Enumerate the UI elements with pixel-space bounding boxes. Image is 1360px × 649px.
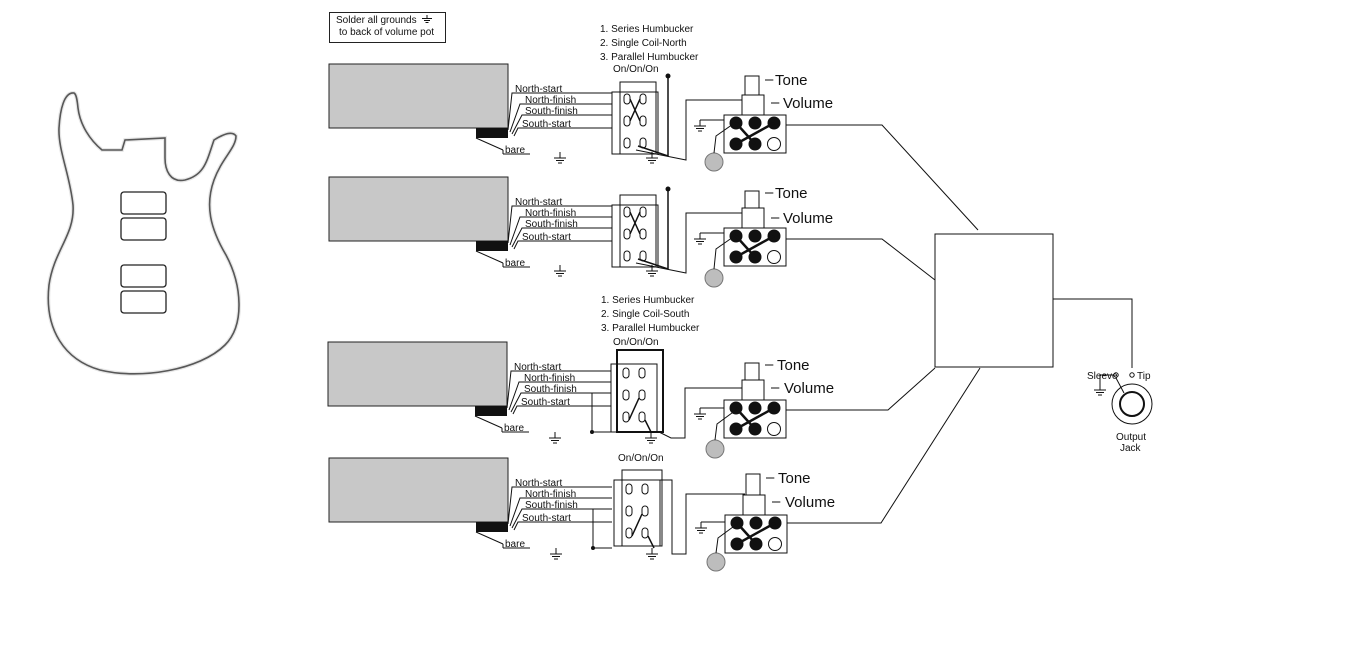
ground-symbol-icon <box>422 15 433 23</box>
wire-label-north-start: North-start <box>515 197 562 208</box>
wire-label-bare: bare <box>504 423 524 434</box>
pickup-selector-box <box>934 233 1054 368</box>
volume-label: Volume <box>784 380 834 397</box>
wire-label-south-finish: South-finish <box>524 384 577 395</box>
wire-label-south-start: South-start <box>522 232 571 243</box>
jack-name-line1: Output <box>1116 432 1146 443</box>
volume-pot: – Volume <box>723 207 833 267</box>
volume-pot: – Volume <box>724 493 835 554</box>
tone-label: – <box>765 71 774 88</box>
svg-text:–: – <box>771 209 780 226</box>
tone-label: Tone <box>777 357 810 374</box>
volume-pot: – Volume <box>723 379 834 439</box>
switch-type-label: On/On/On <box>613 337 659 348</box>
ground-note-box: Solder all grounds to back of volume pot <box>329 12 446 43</box>
svg-text:–: – <box>766 469 775 486</box>
ground-note-line1: Solder all grounds <box>336 15 417 26</box>
three-way-switch <box>611 73 671 158</box>
wire-label-north-finish: North-finish <box>525 208 576 219</box>
tone-pot: – Tone <box>745 469 811 497</box>
jack-sleeve-label: Sleeve <box>1087 371 1118 382</box>
svg-text:–: – <box>772 493 781 510</box>
wire-label-bare: bare <box>505 539 525 550</box>
wire-label-north-finish: North-finish <box>525 95 576 106</box>
pickup-row-1: North-start North-finish South-finish So… <box>328 63 979 231</box>
wire-label-north-finish: North-finish <box>525 489 576 500</box>
tone-label: Tone <box>775 72 808 89</box>
mode-item: 3. Parallel Humbucker <box>600 52 699 63</box>
pickup-row-3: North-start North-finish South-finish So… <box>327 337 936 459</box>
switch-type-label: On/On/On <box>618 453 664 464</box>
mode-item: 1. Series Humbucker <box>600 24 694 35</box>
guitar-body-icon <box>46 91 241 376</box>
wire-label-north-start: North-start <box>514 362 561 373</box>
humbucker-pickup <box>327 341 508 407</box>
three-way-switch <box>611 186 671 271</box>
wire-label-south-start: South-start <box>522 513 571 524</box>
wire-label-north-start: North-start <box>515 84 562 95</box>
three-way-switch <box>610 349 664 433</box>
switch-type-label: On/On/On <box>613 64 659 75</box>
svg-text:–: – <box>765 356 774 373</box>
humbucker-pickup <box>328 176 509 242</box>
wire-label-north-finish: North-finish <box>524 373 575 384</box>
svg-text:–: – <box>771 379 780 396</box>
mode-item: 2. Single Coil-North <box>600 38 687 49</box>
volume-pot: – Volume <box>723 94 833 154</box>
wire-label-south-finish: South-finish <box>525 219 578 230</box>
humbucker-pickup <box>328 63 509 129</box>
three-way-switch <box>613 469 663 549</box>
ground-note-line2: to back of volume pot <box>339 27 435 38</box>
mode-item: 3. Parallel Humbucker <box>601 323 700 334</box>
volume-label: Volume <box>785 494 835 511</box>
mode-item: 1. Series Humbucker <box>601 295 695 306</box>
wire-label-south-finish: South-finish <box>525 106 578 117</box>
volume-dash: – <box>771 94 780 111</box>
wire-label-south-finish: South-finish <box>525 500 578 511</box>
tone-pot: – Tone <box>744 71 808 99</box>
svg-text:–: – <box>765 184 774 201</box>
jack-tip-label: Tip <box>1137 371 1151 382</box>
tone-label: Tone <box>778 470 811 487</box>
pickup-row-4: North-start North-finish South-finish So… <box>328 367 981 572</box>
humbucker-pickup <box>328 457 509 523</box>
mode-item: 2. Single Coil-South <box>601 309 689 320</box>
wire-label-south-start: South-start <box>522 119 571 130</box>
tone-label: Tone <box>775 185 808 202</box>
output-jack-icon <box>1093 372 1153 425</box>
volume-label: Volume <box>783 95 833 112</box>
volume-label: Volume <box>783 210 833 227</box>
pickup-row-2: North-start North-finish South-finish So… <box>328 176 936 288</box>
wire-label-south-start: South-start <box>521 397 570 408</box>
jack-name-line2: Jack <box>1120 443 1142 454</box>
wire-label-north-start: North-start <box>515 478 562 489</box>
wire-label-bare: bare <box>505 145 525 156</box>
wire-label-bare: bare <box>505 258 525 269</box>
mode-list-north: 1. Series Humbucker 2. Single Coil-North… <box>600 24 699 63</box>
mode-list-south: 1. Series Humbucker 2. Single Coil-South… <box>601 295 700 334</box>
